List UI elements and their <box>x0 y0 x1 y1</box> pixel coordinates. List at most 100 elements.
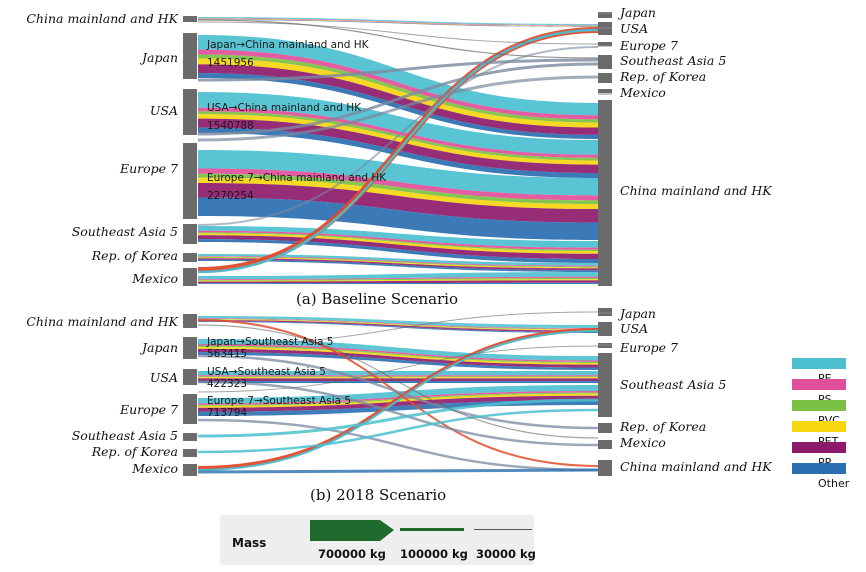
panel-a-source-china: China mainland and HK <box>26 11 178 26</box>
b-tgt-china <box>598 460 612 476</box>
annotation-flow: Europe 7→Southeast Asia 5 <box>207 395 352 407</box>
a-flow-europe-china-pvc <box>198 173 598 205</box>
a-flow-japan-sea <box>197 58 599 82</box>
annotation-flow: USA→Southeast Asia 5 <box>207 366 326 378</box>
b-flow-usa-mexico <box>197 380 599 447</box>
a-flow-mexico-china-pe <box>198 272 598 280</box>
b-flow-japan-sea-pet <box>198 347 598 365</box>
b-flow-china-usa-ps <box>198 318 598 329</box>
a-flow-korea-china-ps <box>198 256 598 267</box>
panel-b-annotation-europe: Europe 7→Southeast Asia 5 713794 <box>207 395 351 419</box>
a-flow-mexico-china-ps <box>198 276 598 280</box>
a-flow-sea-europe <box>197 46 599 226</box>
panel-a-source-usa: USA <box>149 103 178 118</box>
panel-b-target-mexico: Mexico <box>620 435 666 450</box>
annotation-value: 1451956 <box>207 57 254 69</box>
panel-a-source-sea: Southeast Asia 5 <box>71 224 178 239</box>
b-src-korea <box>183 449 197 457</box>
a-src-korea <box>183 253 197 262</box>
legend-swatch-pvc <box>792 400 846 411</box>
panel-b-target-china: China mainland and HK <box>620 459 772 474</box>
mass-label-30000: 30000 kg <box>476 547 536 561</box>
a-flow-sea-china-other <box>198 239 598 263</box>
panel-a-target-japan: Japan <box>620 5 656 20</box>
panel-b-target-korea: Rep. of Korea <box>620 419 707 434</box>
a-flow-usa-china-ps <box>198 107 598 158</box>
b-flow-mexico-usa-pe <box>197 330 599 471</box>
panel-a-source-japan: Japan <box>142 50 178 65</box>
panel-a-source-europe: Europe 7 <box>119 161 178 176</box>
b-flow-europe-sea-pp <box>198 395 598 412</box>
b-tgt-sea <box>598 353 612 417</box>
a-tgt-mexico <box>598 89 612 93</box>
b-flow-japan-japan <box>197 311 599 346</box>
b-flow-japan-sea-pe <box>198 339 598 361</box>
panel-b-target-usa: USA <box>620 321 649 336</box>
a-src-mexico <box>183 268 197 286</box>
a-tgt-europe <box>598 42 612 46</box>
a-src-japan <box>183 33 197 79</box>
annotation-value: 422323 <box>207 378 248 390</box>
b-flow-usa-sea-pe <box>198 371 598 376</box>
a-flow-mexico-china-pvc <box>198 278 598 281</box>
a-flow-japan-china-ps <box>198 49 598 120</box>
a-flow-japan-china-pe <box>198 35 598 116</box>
b-src-mexico <box>183 464 197 476</box>
a-flow-europe-china-other <box>198 197 598 240</box>
b-flow-china-usa-pet <box>198 319 598 331</box>
b-flow-japan-sea-ps <box>198 344 598 362</box>
b-flow-china-usa-other <box>198 321 598 333</box>
a-flow-europe-china-pe <box>198 150 598 196</box>
legend-swatch-pe <box>792 358 846 369</box>
b-src-china <box>183 314 197 328</box>
b-src-europe <box>183 394 197 424</box>
panel-b-source-europe: Europe 7 <box>119 402 178 417</box>
a-flow-usa-sea <box>197 62 599 136</box>
panel-a-annotation-usa: USA→China mainland and HK 1540788 <box>207 102 361 132</box>
panel-a-source-mexico: Mexico <box>132 271 178 286</box>
b-flow-usa-sea-pet <box>198 377 598 379</box>
b-flow-japan-sea-other <box>198 352 598 370</box>
legend-label-other: Other <box>818 477 850 490</box>
a-flow-sea-china-pet <box>198 233 598 254</box>
a-flow-korea-china-pvc <box>198 256 598 268</box>
b-flow-usa-sea-ps <box>198 375 598 377</box>
panel-a-target-mexico: Mexico <box>620 85 666 100</box>
b-flow-china-korea <box>197 324 599 439</box>
mass-title: Mass <box>232 536 267 550</box>
b-flow-europe-china <box>197 418 599 472</box>
a-tgt-china <box>598 100 612 286</box>
panel-a-target-europe: Europe 7 <box>620 38 679 53</box>
b-flow-sea-sea <box>197 398 599 438</box>
a-tgt-sea <box>598 55 612 69</box>
annotation-value: 713794 <box>207 407 248 419</box>
a-flow-europe-korea <box>197 75 599 142</box>
annotation-flow: Europe 7→China mainland and HK <box>207 172 387 184</box>
a-flow-china-sea <box>197 19 599 59</box>
legend-swatch-pp <box>792 442 846 453</box>
a-tgt-japan <box>598 12 612 18</box>
mass-label-100000: 100000 kg <box>400 547 468 561</box>
a-flow-mexico-china-pp <box>198 280 598 284</box>
legend-swatch-pet <box>792 421 846 432</box>
panel-a-caption: (a) Baseline Scenario <box>296 290 459 308</box>
a-flow-sea-china-ps <box>198 230 598 250</box>
a-flow-usa-china-pet <box>198 114 598 165</box>
a-flow-china-usa-pvc <box>198 18 598 27</box>
b-src-usa <box>183 369 197 385</box>
panel-a-target-sea: Southeast Asia 5 <box>620 53 727 68</box>
annotation-flow: USA→China mainland and HK <box>207 102 361 114</box>
a-flow-korea-china-pp <box>198 258 598 271</box>
b-flow-china-usa-pp <box>198 320 598 333</box>
panel-b-target-japan: Japan <box>620 306 656 321</box>
b-flow-usa-sea-pp <box>198 378 598 381</box>
b-flow-japan-sea-pvc <box>198 345 598 363</box>
b-flow-china-usa-pe <box>198 316 598 329</box>
b-tgt-usa <box>598 322 612 336</box>
mass-symbol-medium <box>400 528 464 531</box>
legend-swatch-ps <box>792 379 846 390</box>
a-flow-china-europe <box>197 21 599 45</box>
a-flow-china-usa-pet <box>198 19 598 27</box>
b-flow-japan-sea-pp <box>198 348 598 368</box>
a-flow-mexico-china-pet <box>198 279 598 282</box>
